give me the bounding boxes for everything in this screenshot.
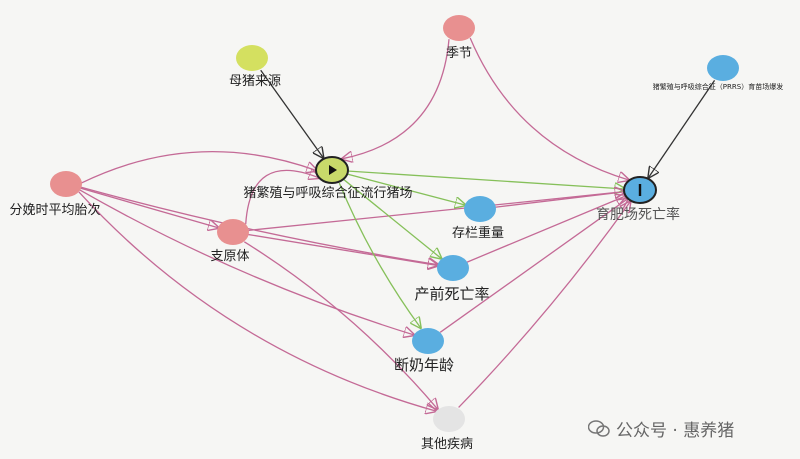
edge-mycoplasma-to-outcome (247, 192, 625, 232)
edge-prrs_nursery-to-outcome (648, 80, 716, 177)
edge-exposure-to-prewean_mort (343, 178, 442, 258)
node-prrs-nursery[interactable] (707, 55, 739, 81)
watermark: 公众号 · 惠养猪 (588, 416, 734, 441)
label-weight: 存栏重量 (451, 226, 505, 241)
edge-exposure-to-weight (346, 173, 466, 205)
node-wean-age[interactable] (412, 328, 444, 354)
outcome-bar-icon (638, 184, 642, 196)
label-exposure: 猪繁殖与呼吸综合征流行猪场 (243, 186, 413, 201)
label-sow-source: 母猪来源 (228, 74, 282, 89)
play-icon (329, 165, 337, 175)
edge-exposure-to-wean_age (338, 182, 420, 328)
node-sow-source[interactable] (236, 45, 268, 71)
label-prewean-mortality: 产前死亡率 (414, 285, 490, 303)
label-other-disease: 其他疾病 (420, 437, 474, 452)
edge-mycoplasma-to-exposure (245, 170, 320, 225)
edge-parity-to-mycoplasma (80, 187, 218, 228)
label-season: 季节 (445, 46, 473, 61)
label-mycoplasma: 支原体 (210, 249, 250, 264)
node-outcome[interactable] (623, 176, 657, 204)
node-parity[interactable] (50, 171, 82, 197)
edge-season-to-exposure (342, 39, 450, 159)
edge-wean_age-to-outcome (439, 199, 628, 333)
node-prewean-mort[interactable] (437, 255, 469, 281)
node-mycoplasma[interactable] (217, 219, 249, 245)
node-weight[interactable] (464, 196, 496, 222)
edge-weight-to-outcome (494, 192, 625, 208)
label-wean-age: 断奶年龄 (393, 356, 455, 374)
watermark-text: 公众号 · 惠养猪 (616, 421, 735, 441)
edge-prewean_mort-to-outcome (466, 196, 626, 263)
edge-season-to-outcome (469, 37, 629, 180)
edge-sow_source-to-exposure (260, 69, 324, 158)
node-season[interactable] (443, 15, 475, 41)
label-parity: 分娩时平均胎次 (9, 203, 101, 218)
edge-mycoplasma-to-prewean_mort (247, 233, 438, 265)
edge-parity-to-wean_age (79, 189, 414, 335)
edge-mycoplasma-to-other_disease (243, 241, 437, 409)
edge-parity-to-exposure (80, 150, 317, 184)
node-other-disease[interactable] (433, 406, 465, 432)
edge-parity-to-other_disease (78, 191, 436, 411)
edge-exposure-to-outcome (346, 170, 625, 189)
label-outcome: 育肥场死亡率 (596, 207, 680, 223)
label-prrs-nursery: 猪繁殖与呼吸综合征（PRRS）育苗场爆发 (652, 83, 784, 91)
node-exposure[interactable] (315, 156, 349, 184)
edge-parity-to-prewean_mort (80, 186, 439, 265)
edge-other_disease-to-outcome (458, 202, 631, 408)
wechat-icon (588, 419, 610, 437)
